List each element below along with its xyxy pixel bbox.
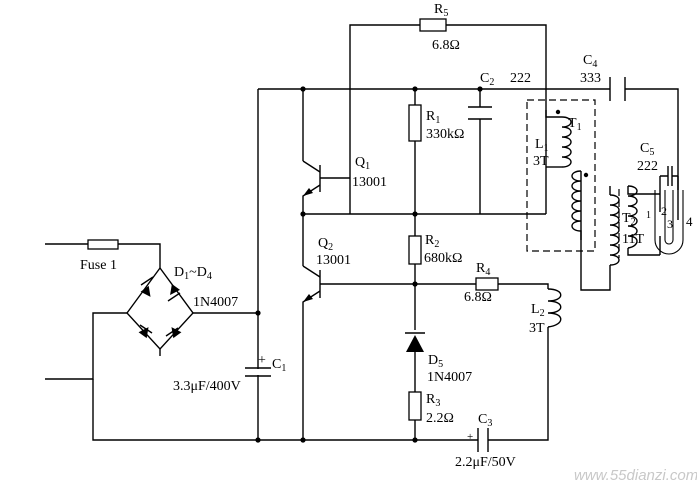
r3-label: R3 bbox=[426, 392, 440, 409]
t2-winding-primary bbox=[609, 194, 620, 266]
labels: R5 6.8Ω C2 222 C4 333 R1 330kΩ L1 3T T1 … bbox=[80, 2, 693, 470]
r5-left-wire bbox=[349, 24, 420, 214]
q1-emitter-arrow bbox=[303, 188, 313, 196]
c3-to-l2-wire bbox=[498, 327, 549, 441]
bridge-value: 1N4007 bbox=[193, 295, 238, 310]
c2-symbol bbox=[468, 106, 492, 120]
r5-label: R5 bbox=[434, 2, 448, 19]
t2-top-lead bbox=[627, 186, 660, 195]
t1-dot bbox=[583, 172, 589, 178]
c3-symbol bbox=[468, 428, 498, 452]
c1-symbol bbox=[245, 367, 271, 377]
r4-label: R4 bbox=[476, 261, 490, 278]
lamp-pin-4: 4 bbox=[686, 214, 693, 229]
junction-dot bbox=[412, 86, 418, 92]
bridge-rectifier bbox=[126, 266, 194, 351]
c5-leads bbox=[659, 176, 679, 194]
q2-collector-lead bbox=[302, 265, 321, 278]
junction-dot bbox=[300, 211, 306, 217]
c1-label: C1 bbox=[272, 357, 286, 374]
c5-value: 222 bbox=[637, 159, 658, 174]
c4-symbol bbox=[609, 77, 626, 101]
junction-dot bbox=[412, 211, 418, 217]
l1-label: L1 bbox=[535, 137, 549, 154]
l2-value: 3T bbox=[529, 321, 545, 336]
q1-value: 13001 bbox=[352, 175, 387, 190]
c3-label: C3 bbox=[478, 412, 492, 429]
r2-label: R2 bbox=[425, 233, 439, 250]
t2-bottom-lead bbox=[627, 248, 660, 256]
c1-plus: + bbox=[258, 353, 266, 368]
d5-value: 1N4007 bbox=[427, 370, 472, 385]
c5-label: C5 bbox=[640, 141, 654, 158]
fuse-to-bridge-wire bbox=[118, 243, 161, 268]
c5-symbol bbox=[667, 166, 673, 186]
junction-dot bbox=[300, 437, 306, 443]
lamp-pin-1: 1 bbox=[646, 210, 651, 221]
bridge-label: D1~D4 bbox=[174, 265, 212, 282]
l1-top-lead bbox=[545, 110, 562, 118]
junction-dot bbox=[412, 437, 418, 443]
c4-to-lamp-wire bbox=[625, 88, 679, 214]
cfl-lamp bbox=[654, 190, 684, 255]
r5-right-wire bbox=[446, 24, 547, 214]
r4-symbol bbox=[475, 277, 499, 291]
q2-emitter-arrow bbox=[303, 294, 313, 302]
r2-symbol bbox=[408, 235, 422, 265]
c1-value: 3.3μF/400V bbox=[173, 379, 241, 394]
q1-label: Q1 bbox=[355, 155, 370, 172]
c4-label: C4 bbox=[583, 53, 597, 70]
junctions bbox=[255, 86, 483, 443]
r2-value: 680kΩ bbox=[424, 251, 462, 266]
lamp-pin-2: 2 bbox=[661, 204, 667, 218]
ground-rail bbox=[92, 379, 468, 441]
r1-label: R1 bbox=[426, 109, 440, 126]
c3-plus: + bbox=[467, 431, 473, 443]
t2-label: T2 bbox=[622, 211, 636, 228]
fuse-symbol bbox=[87, 239, 119, 250]
r1-value: 330kΩ bbox=[426, 127, 464, 142]
c2-value: 222 bbox=[510, 71, 531, 86]
t2-winding-secondary bbox=[627, 185, 638, 249]
watermark: www.55dianzi.com bbox=[574, 467, 697, 484]
c3-value: 2.2μF/50V bbox=[455, 455, 516, 470]
q2-value: 13001 bbox=[316, 253, 351, 268]
d5-label: D5 bbox=[428, 353, 443, 370]
d5-symbol bbox=[406, 335, 424, 352]
c4-value: 333 bbox=[580, 71, 601, 86]
l2-label: L2 bbox=[531, 302, 545, 319]
r3-symbol bbox=[408, 391, 422, 421]
t1-winding-secondary bbox=[571, 170, 582, 240]
junction-dot bbox=[255, 310, 261, 316]
junction-dot bbox=[412, 281, 418, 287]
t1-secondary-to-t2-wire bbox=[580, 171, 611, 291]
r4-to-l2-wire bbox=[498, 283, 549, 289]
junction-dot bbox=[255, 437, 261, 443]
r4-value: 6.8Ω bbox=[464, 290, 492, 305]
lamp-pin-3: 3 bbox=[667, 217, 673, 231]
t1-dashed-enclosure bbox=[526, 99, 596, 252]
r5-symbol bbox=[419, 18, 447, 32]
junction-dot bbox=[477, 86, 483, 92]
l1-value: 3T bbox=[533, 154, 549, 169]
t1-dot bbox=[555, 109, 561, 115]
q1-collector-lead bbox=[302, 160, 321, 173]
q2-label: Q2 bbox=[318, 236, 333, 253]
r3-value: 2.2Ω bbox=[426, 411, 454, 426]
c2-label: C2 bbox=[480, 71, 494, 88]
ac-input-bottom-wire bbox=[45, 312, 127, 380]
r5-value: 6.8Ω bbox=[432, 38, 460, 53]
watermark-bg bbox=[560, 464, 697, 485]
q2-emitter-wire bbox=[302, 290, 321, 440]
t1-winding-l1 bbox=[561, 116, 572, 168]
junction-dot bbox=[300, 86, 306, 92]
wires bbox=[45, 24, 679, 441]
t1-label: T1 bbox=[568, 116, 582, 133]
t2-value: 11T bbox=[622, 232, 644, 247]
r1-symbol bbox=[408, 104, 422, 142]
l2-coil bbox=[547, 288, 562, 328]
fuse-label: Fuse 1 bbox=[80, 258, 117, 273]
